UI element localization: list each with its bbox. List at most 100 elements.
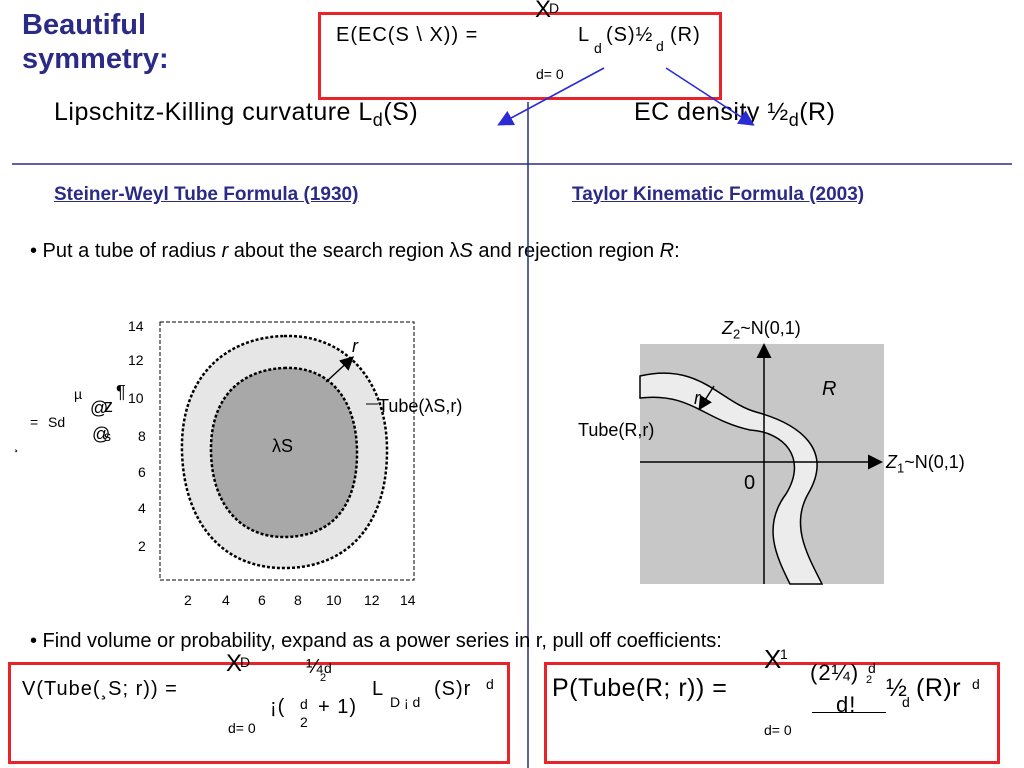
tube-r-label: Tube(R,r) <box>578 420 655 440</box>
top-term-arg: (S)½ <box>606 24 654 46</box>
bl-sum-symbol: X <box>226 650 243 677</box>
inner-region-lambda-s <box>209 366 359 539</box>
inner-region-label: λS <box>272 436 294 456</box>
y-tick: 2 <box>138 538 146 554</box>
z2-sub: 2 <box>733 326 741 342</box>
x-tick: 8 <box>294 592 302 608</box>
x-tick: 6 <box>258 592 266 608</box>
left-radius-label: r <box>352 336 358 356</box>
z2-axis-label: Z2~N(0,1) <box>722 318 801 342</box>
br-term-sup: d <box>972 676 980 692</box>
x-tick: 2 <box>184 592 192 608</box>
br-frac-bar <box>812 712 886 713</box>
bullet1-r: r <box>221 240 229 262</box>
bl-denom-frac-top: d <box>300 696 308 712</box>
z1-sub: 1 <box>897 460 905 476</box>
x-tick: 10 <box>326 592 342 608</box>
top-formula-box <box>318 12 722 100</box>
x-tick: 12 <box>364 592 380 608</box>
ec-density-label: EC density ½d(R) <box>634 98 835 131</box>
br-sum-upper: 1 <box>780 646 788 662</box>
right-heading: Taylor Kinematic Formula (2003) <box>572 184 865 205</box>
top-term: L <box>578 24 591 46</box>
bullet1-R: R <box>659 240 675 262</box>
bl-numer: ¼ <box>306 656 324 678</box>
top-rho-arg: (R) <box>670 24 701 46</box>
tube-of-R <box>639 372 824 585</box>
right-radius-label: r <box>694 388 700 408</box>
y-tick: 6 <box>138 464 146 480</box>
glyph-s: s <box>104 428 111 444</box>
arrow-to-lk <box>497 67 605 126</box>
bl-numer-exp: 2 <box>320 672 327 684</box>
x-tick: 14 <box>400 592 416 608</box>
ec-label-sub: d <box>788 110 800 130</box>
glyph-partial-1: @ <box>90 398 109 418</box>
bottom-right-formula-box <box>544 662 1000 764</box>
bl-numer-sup: d <box>324 660 332 676</box>
bullet1-S: S <box>459 240 473 262</box>
bullet1-d: : <box>674 240 680 262</box>
bottom-left-formula-box <box>8 662 510 764</box>
bl-sum-upper: D <box>240 654 251 670</box>
top-rho-sub: d <box>656 38 664 54</box>
bl-term-sub: D ¡ d <box>390 694 421 710</box>
z1-axis-label: Z1~N(0,1) <box>886 452 965 476</box>
glyph-cedilla: ¸ <box>14 436 19 452</box>
ec-label-text: EC density ½ <box>634 98 789 126</box>
left-heading: Steiner-Weyl Tube Formula (1930) <box>54 184 359 205</box>
bl-denom-frac-bot: 2 <box>300 714 308 730</box>
glyph-sd: Sd <box>48 414 66 430</box>
x-tick: 4 <box>222 592 230 608</box>
glyph-mu: µ <box>74 386 83 402</box>
bl-lhs: V(Tube(¸S; r)) = <box>22 678 178 700</box>
glyph-partial-2: @ <box>92 424 111 444</box>
bl-term-sup: d <box>486 676 494 692</box>
glyph-z: z <box>104 396 113 416</box>
lk-label-sub: d <box>372 110 384 130</box>
lk-label-arg: (S) <box>383 98 419 126</box>
y-tick: 8 <box>138 428 146 444</box>
br-lhs: P(Tube(R; r)) = <box>552 674 728 702</box>
y-tick: 14 <box>128 318 144 334</box>
br-sum-lower: d= 0 <box>764 722 792 738</box>
bullet1-c: and rejection region <box>472 240 660 262</box>
right-r-arrow <box>698 385 715 411</box>
z2-dist: ~N(0,1) <box>740 318 801 338</box>
arrow-to-ec <box>665 67 755 126</box>
z1-letter: Z <box>886 452 897 472</box>
br-denom: d! <box>836 692 857 717</box>
br-term-arg: (R)r <box>916 674 962 702</box>
origin-label: 0 <box>744 472 756 494</box>
bl-denom: ¡( <box>270 696 286 718</box>
top-term-sub: d <box>594 40 602 56</box>
bl-denom-plus: + 1) <box>318 696 358 718</box>
top-formula-lhs: E(EC(S \ X)) = <box>336 24 479 46</box>
z1-dist: ~N(0,1) <box>904 452 965 472</box>
z2-letter: Z <box>722 318 733 338</box>
br-term-sub: d <box>902 694 910 710</box>
top-sum-upper: D <box>549 0 560 16</box>
y-tick: 10 <box>128 390 144 406</box>
bl-term: L <box>372 678 385 700</box>
region-r-label: R <box>822 378 837 400</box>
bl-sum-lower: d= 0 <box>228 720 256 736</box>
bullet1-a: • Put a tube of radius <box>30 240 222 262</box>
glyph-equals: = <box>30 414 39 430</box>
left-r-arrow <box>325 356 355 383</box>
slide-title: Beautiful symmetry: <box>22 9 169 75</box>
lk-curvature-label: Lipschitz-Killing curvature Ld(S) <box>54 98 418 131</box>
y-tick: 4 <box>138 500 146 516</box>
br-numer: (2¼) <box>810 660 860 685</box>
top-sum-symbol: X <box>535 0 552 23</box>
ec-label-arg: (R) <box>799 98 836 126</box>
bullet1-b: about the search region λ <box>228 240 460 262</box>
lk-label-text: Lipschitz-Killing curvature L <box>54 98 373 126</box>
bullet-tube-instruction: • Put a tube of radius r about the searc… <box>30 240 680 263</box>
br-numer-sup: d <box>868 660 876 676</box>
y-tick: 12 <box>128 352 144 368</box>
top-sum-lower: d= 0 <box>536 66 564 82</box>
bl-term-arg: (S)r <box>434 678 472 700</box>
br-sum-symbol: X <box>764 644 782 674</box>
